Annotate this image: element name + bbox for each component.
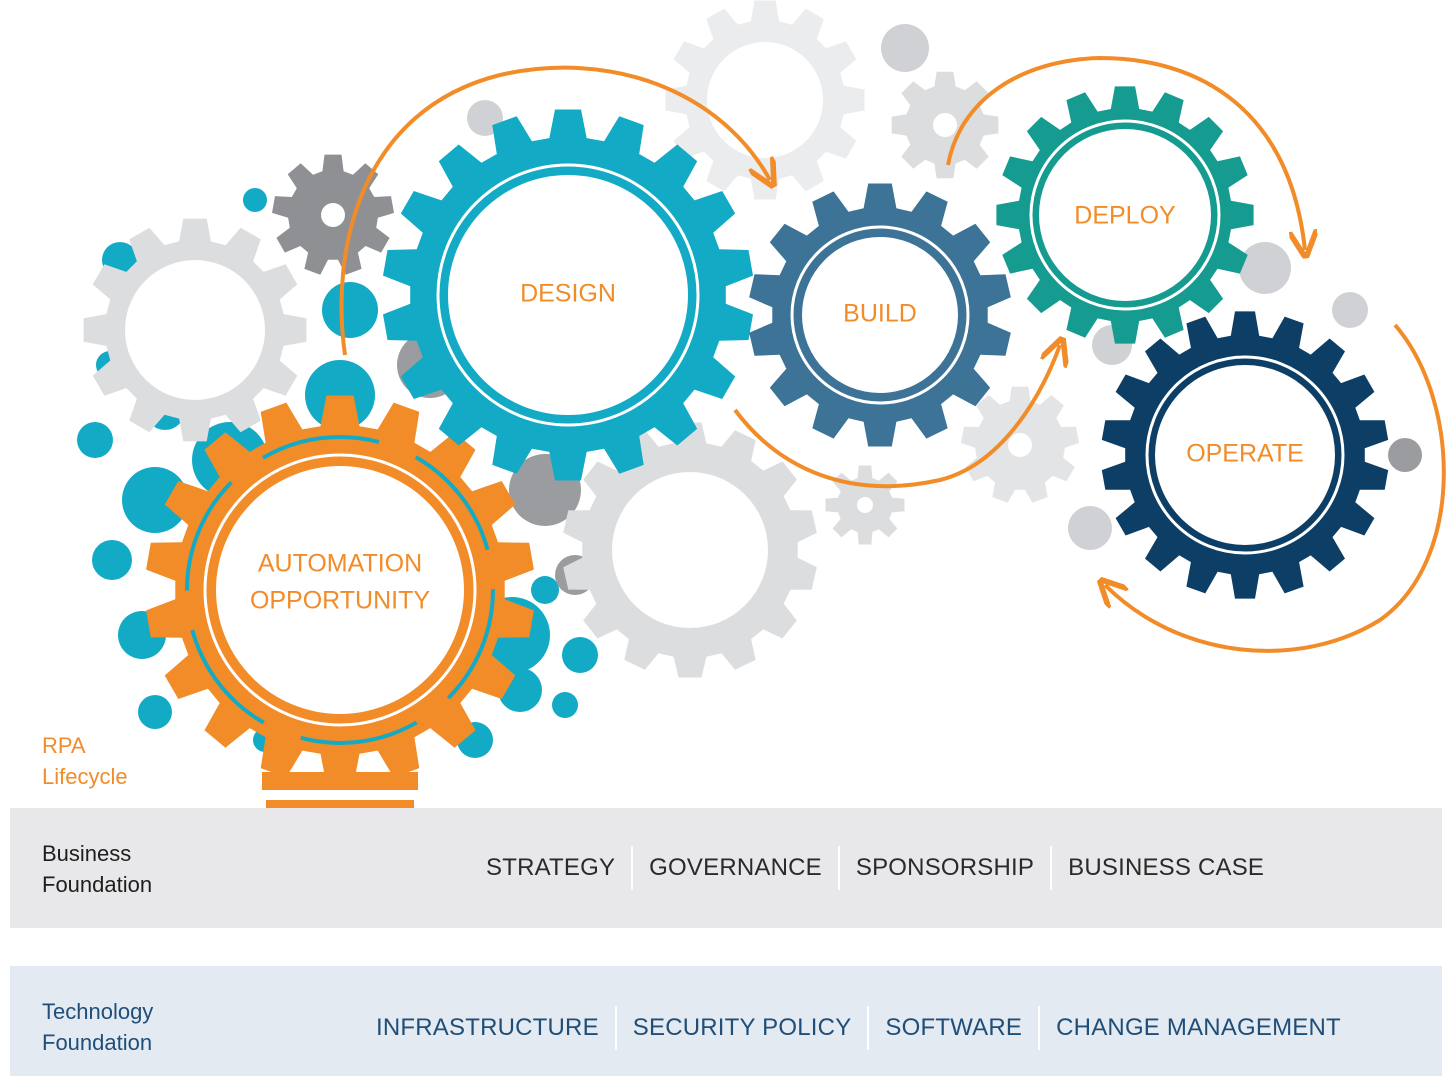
decor-dot — [122, 467, 188, 533]
decorative-gear — [825, 465, 905, 545]
decor-dot — [1068, 506, 1112, 550]
tech-item-infrastructure: INFRASTRUCTURE — [376, 1014, 599, 1041]
deploy-gear-label: DEPLOY — [1074, 202, 1176, 230]
decor-dot — [1332, 292, 1368, 328]
deploy-gear-hole — [1039, 129, 1211, 301]
divider — [614, 1006, 617, 1050]
decorative-gear-hole — [933, 113, 957, 137]
automation-opportunity-gear-label: OPPORTUNITY — [250, 587, 430, 615]
bulb-stripe — [262, 772, 418, 790]
deploy-gear-ring — [1029, 119, 1221, 311]
cycle-arrows — [339, 55, 1446, 653]
background-decoration — [77, 0, 1422, 758]
cycle-arrow — [339, 65, 770, 356]
business-foundation-items: STRATEGY GOVERNANCE SPONSORSHIP BUSINESS… — [470, 846, 1280, 890]
build-gear — [749, 183, 1011, 447]
design-gear — [383, 109, 753, 481]
design-gear-ring — [436, 163, 700, 427]
tech-item-software: SOFTWARE — [885, 1014, 1023, 1041]
decor-dot — [531, 576, 559, 604]
design-gear-label: DESIGN — [520, 280, 616, 308]
business-title-line-1: Business — [42, 841, 132, 866]
decor-dot — [322, 282, 378, 338]
business-item-strategy: STRATEGY — [486, 854, 616, 881]
decorative-gear — [272, 154, 394, 275]
decor-dot — [562, 637, 598, 673]
automation-opportunity-gear-label: AUTOMATION — [258, 550, 422, 578]
decor-dot — [138, 695, 172, 729]
decorative-gear — [961, 386, 1079, 503]
decor-dot — [305, 360, 375, 430]
decor-dot — [552, 692, 578, 718]
decor-dot — [1388, 438, 1422, 472]
cycle-arrow — [1105, 323, 1446, 653]
business-item-governance: GOVERNANCE — [649, 854, 822, 881]
business-foundation-band: Business Foundation STRATEGY GOVERNANCE … — [10, 808, 1442, 928]
gears — [146, 86, 1389, 785]
rpa-label-line-1: RPA — [42, 733, 86, 758]
automation-opportunity-gear — [146, 395, 534, 785]
divider — [837, 846, 840, 890]
business-item-business-case: BUSINESS CASE — [1068, 854, 1265, 881]
divider — [1050, 846, 1053, 890]
decorative-gear — [563, 422, 817, 678]
automation-opportunity-gear-hole — [216, 466, 464, 714]
decorative-gear-ring — [133, 268, 257, 392]
divider — [867, 1006, 870, 1050]
decor-dot — [243, 188, 267, 212]
tech-item-change-management: CHANGE MANAGEMENT — [1056, 1014, 1341, 1041]
decorative-gear-hole — [321, 203, 345, 227]
business-item-sponsorship: SPONSORSHIP — [855, 854, 1035, 881]
business-foundation-title: Business Foundation — [42, 838, 152, 900]
decorative-gear-hole — [125, 260, 265, 400]
technology-title-line-2: Foundation — [42, 1030, 153, 1055]
build-gear-label: BUILD — [843, 300, 917, 328]
rpa-lifecycle-label: RPA Lifecycle — [42, 730, 128, 792]
decorative-gear-hole — [612, 472, 768, 628]
gear-labels: AUTOMATION OPPORTUNITY DESIGN BUILD DEPLOY OP… — [250, 202, 1304, 615]
decor-dot — [92, 540, 132, 580]
cycle-arrow — [946, 55, 1305, 250]
operate-gear-hole — [1155, 365, 1335, 545]
build-gear-hole — [802, 237, 958, 393]
decorative-gear-hole — [857, 497, 873, 513]
cycle-arrow — [733, 345, 1060, 489]
divider — [1038, 1006, 1041, 1050]
tech-item-security-policy: SECURITY POLICY — [632, 1014, 852, 1041]
decorative-gear — [83, 218, 307, 442]
decor-dot — [77, 422, 113, 458]
decorative-gear — [891, 71, 999, 179]
decor-dot — [1239, 242, 1291, 294]
decor-dot — [881, 24, 929, 72]
rpa-label-line-2: Lifecycle — [42, 764, 128, 789]
technology-foundation-items: INFRASTRUCTURE SECURITY POLICY SOFTWARE … — [360, 1006, 1357, 1050]
technology-foundation-title: Technology Foundation — [42, 996, 153, 1058]
decorative-gear-hole — [707, 42, 823, 158]
decorative-gear-hole — [1008, 433, 1032, 457]
automation-gear-accent-ring — [185, 435, 495, 745]
divider — [631, 846, 634, 890]
operate-gear — [1101, 311, 1389, 599]
operate-gear-ring — [1145, 355, 1345, 555]
automation-opportunity-gear-ring — [203, 453, 477, 727]
decorative-gear — [665, 0, 865, 200]
technology-title-line-1: Technology — [42, 999, 154, 1024]
design-gear-hole — [448, 175, 688, 415]
technology-foundation-band: Technology Foundation INFRASTRUCTURE SEC… — [10, 966, 1442, 1076]
build-gear-ring — [790, 225, 970, 405]
deploy-gear — [996, 86, 1254, 344]
operate-gear-label: OPERATE — [1186, 440, 1304, 468]
business-title-line-2: Foundation — [42, 872, 153, 897]
